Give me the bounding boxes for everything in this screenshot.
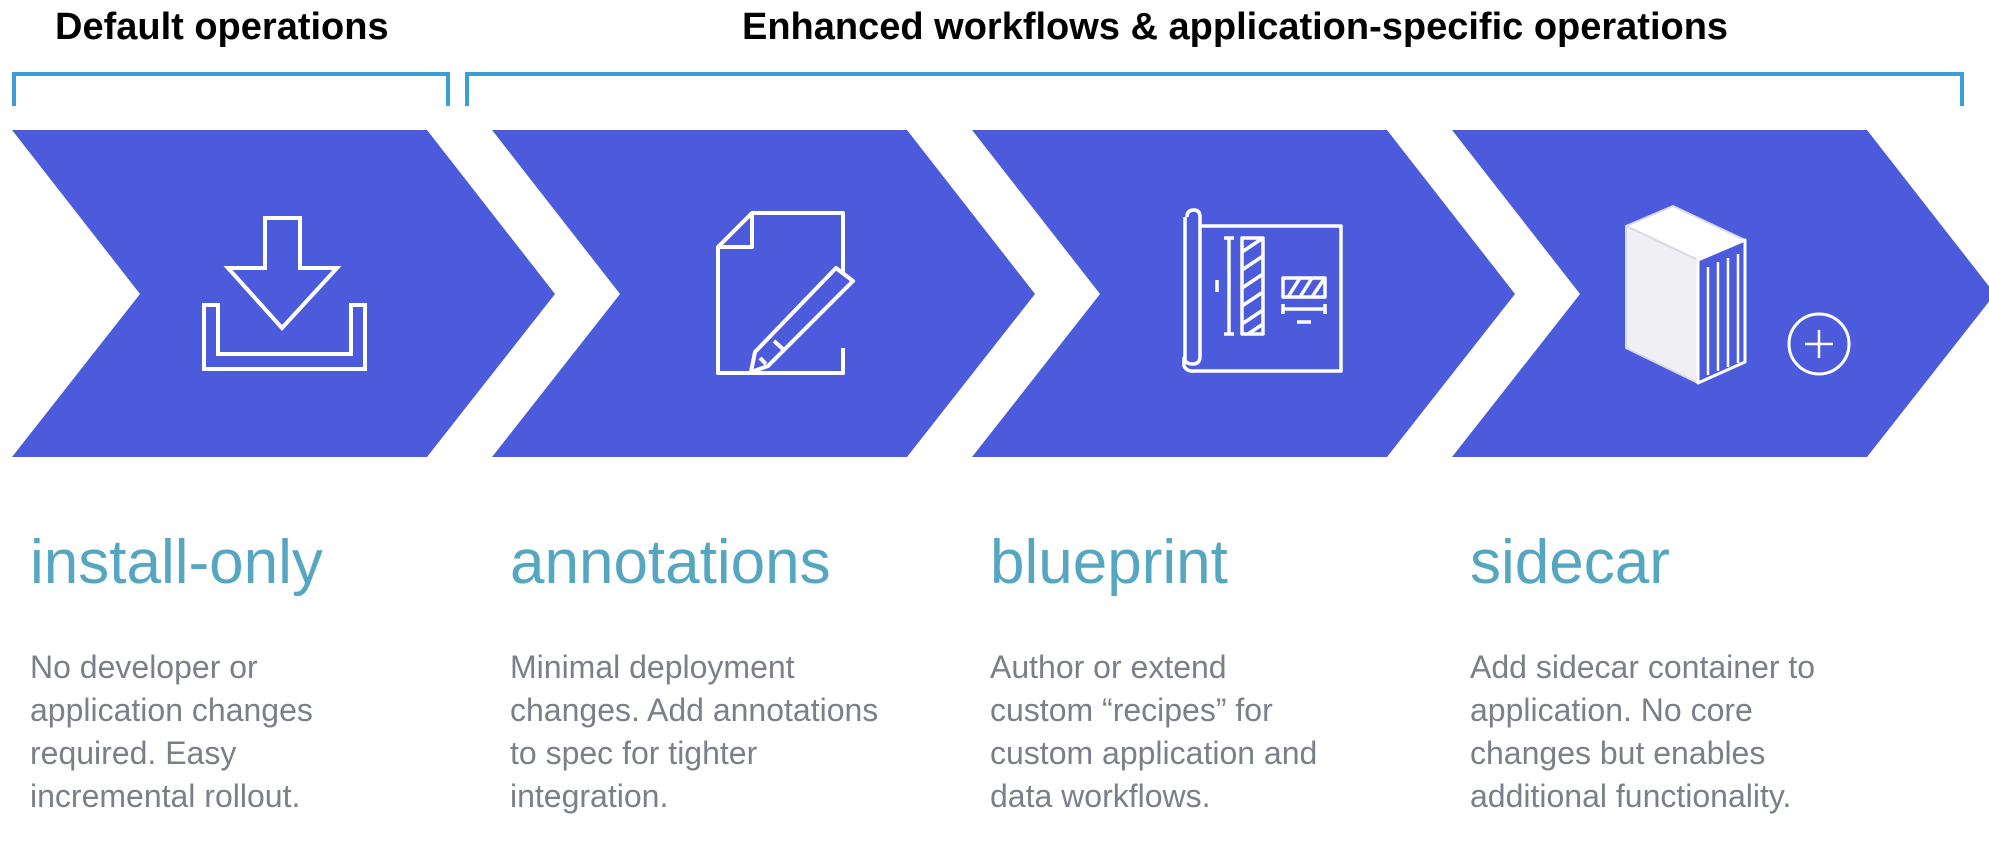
chevron-install-only [12,130,555,457]
step-title-install-only: install-only [30,528,323,597]
step-title-annotations: annotations [510,528,831,597]
container-plus-icon [1625,205,1851,385]
step-title-blueprint: blueprint [990,528,1228,597]
document-pencil-icon [716,211,855,375]
step-description-blueprint: Author or extend custom “recipes” for cu… [990,649,1318,814]
enhanced-workflows-bracket [465,72,1964,106]
install-download-icon [202,216,367,371]
step-description-install-only: No developer or application changes requ… [30,649,313,814]
enhanced-workflows-label: Enhanced workflows & application-specifi… [742,6,1729,48]
step-description-annotations: Minimal deployment changes. Add annotati… [510,649,879,814]
step-title-sidecar: sidecar [1470,528,1670,597]
default-operations-bracket [12,72,450,106]
chevron-annotations [492,130,1035,457]
step-description-sidecar: Add sidecar container to application. No… [1470,649,1816,814]
blueprint-icon [1182,208,1343,373]
default-operations-label: Default operations [55,6,389,48]
